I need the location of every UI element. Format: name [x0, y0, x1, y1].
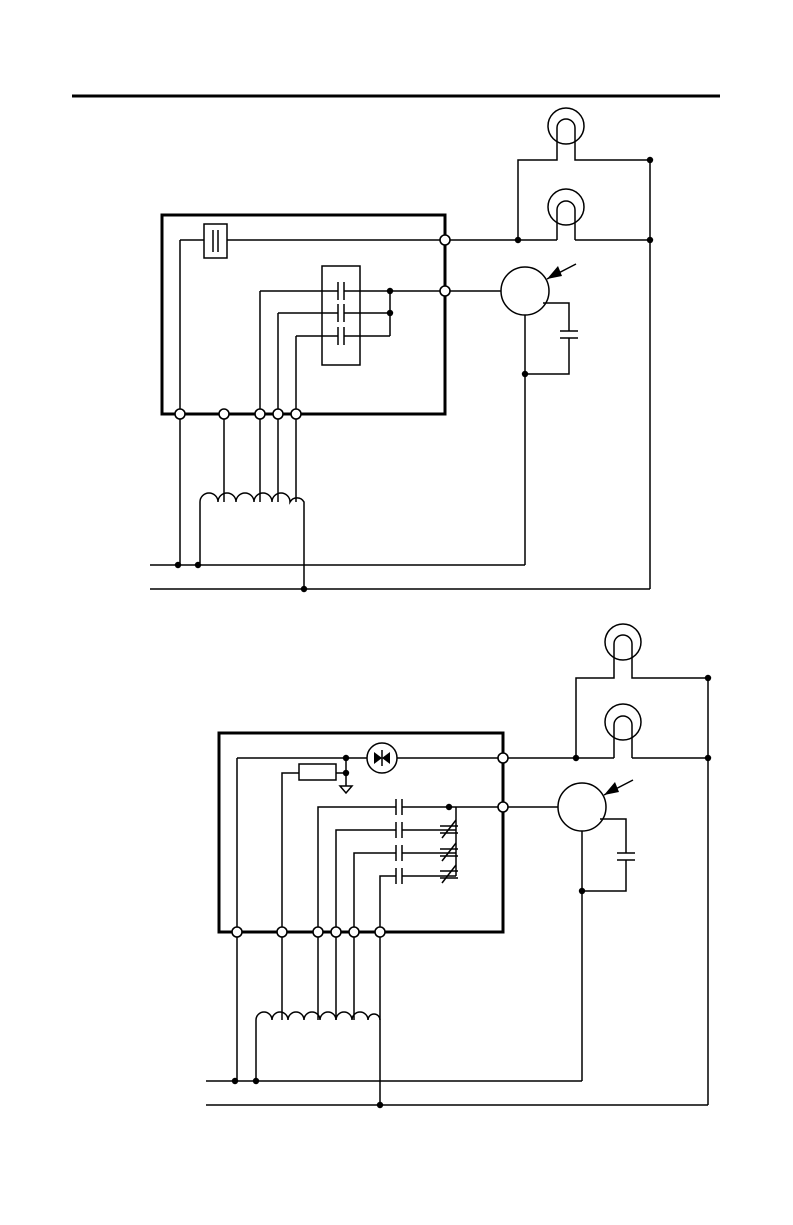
terminal	[498, 753, 508, 763]
capacitor-stack	[318, 799, 503, 932]
terminal	[440, 235, 450, 245]
lamp-upper	[605, 624, 641, 663]
motor	[558, 780, 633, 831]
terminal	[291, 409, 301, 419]
lamp-lower	[605, 704, 641, 758]
upper-diagram	[150, 108, 653, 592]
triac	[367, 743, 397, 773]
terminal	[219, 409, 229, 419]
lamp-upper	[548, 108, 584, 147]
transformer-coil	[256, 932, 380, 1105]
terminal	[498, 802, 508, 812]
lamp-lower	[548, 189, 584, 240]
terminal	[349, 927, 359, 937]
transformer-coil	[200, 414, 304, 589]
terminal	[273, 409, 283, 419]
terminal	[331, 927, 341, 937]
terminal	[255, 409, 265, 419]
control-box	[219, 733, 503, 932]
ground-icon	[340, 786, 352, 793]
lower-diagram	[206, 624, 711, 1108]
terminal	[440, 286, 450, 296]
terminal	[313, 927, 323, 937]
motor	[501, 264, 576, 315]
fuse-component	[204, 224, 227, 258]
terminal	[277, 927, 287, 937]
terminal	[232, 927, 242, 937]
capacitor-stack	[322, 266, 360, 365]
terminal	[175, 409, 185, 419]
terminal	[375, 927, 385, 937]
resistor	[299, 764, 336, 780]
